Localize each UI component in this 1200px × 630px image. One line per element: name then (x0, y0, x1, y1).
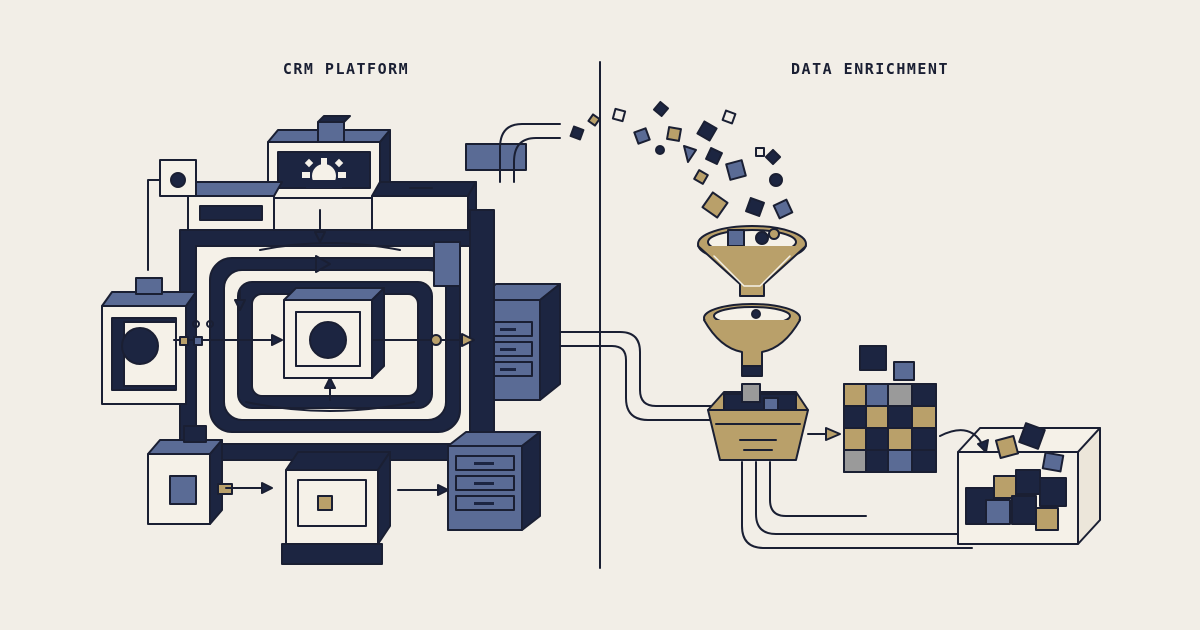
crm-top-left-wing (187, 181, 283, 231)
crm-small-node (147, 159, 197, 271)
data-enrichment-cluster (569, 100, 1101, 549)
crm-bottom-left-module (147, 425, 223, 525)
gear-icon (302, 158, 346, 188)
crm-output-pipe (499, 123, 717, 421)
crm-bottom-center-module (217, 451, 391, 565)
crm-flow-arrows (173, 209, 475, 496)
enrichment-crate (707, 383, 809, 461)
orbit-node-icon (309, 321, 347, 359)
file-cabinet-icon (447, 431, 541, 531)
cube-crate-icon (939, 422, 1101, 545)
data-fragments (569, 100, 794, 220)
crm-top-right-wing (371, 181, 477, 231)
funnel-icon (697, 225, 807, 377)
crm-core-module (283, 287, 385, 379)
enrichment-cube-grid (843, 345, 937, 473)
enrichment-return-pipes (741, 461, 973, 549)
crm-top-module (267, 115, 391, 199)
data-enrichment-title: DATA ENRICHMENT (791, 60, 949, 78)
crm-platform-cluster (101, 115, 717, 565)
crm-left-module (101, 277, 197, 405)
crm-platform-title: CRM PLATFORM (282, 60, 410, 78)
